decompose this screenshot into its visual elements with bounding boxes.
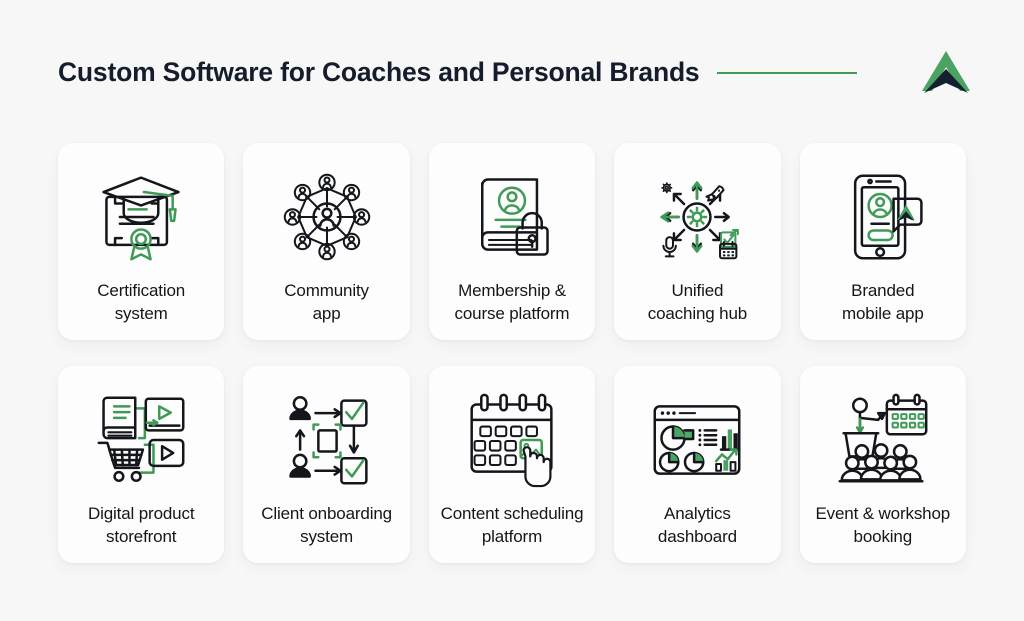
card-unified-coaching-hub[interactable]: Unified coaching hub xyxy=(614,143,781,340)
card-content-scheduling-platform[interactable]: Content scheduling platform xyxy=(428,366,596,563)
card-label: Unified coaching hub xyxy=(647,281,748,323)
header-divider xyxy=(717,72,858,74)
people-network-icon xyxy=(275,169,379,265)
calendar-hand-media-icon xyxy=(460,392,564,488)
page-title: Custom Software for Coaches and Personal… xyxy=(58,57,700,88)
page-header: Custom Software for Coaches and Personal… xyxy=(58,48,974,98)
cart-book-video-icon xyxy=(89,392,193,488)
card-label: Event & workshop booking xyxy=(815,504,951,546)
card-label: Membership & course platform xyxy=(454,281,570,323)
card-label: Certification system xyxy=(97,281,186,323)
feature-card-grid: Certification system xyxy=(58,143,966,563)
card-label: Content scheduling platform xyxy=(440,504,584,546)
card-membership-course-platform[interactable]: Membership & course platform xyxy=(428,143,596,340)
dashboard-charts-icon xyxy=(645,392,749,488)
card-event-workshop-booking[interactable]: Event & workshop booking xyxy=(799,366,966,563)
hub-gear-arrows-icon xyxy=(645,169,749,265)
card-client-onboarding-system[interactable]: Client onboarding system xyxy=(243,366,410,563)
card-label: Branded mobile app xyxy=(841,281,924,323)
card-label: Community app xyxy=(284,281,369,323)
phone-profile-badge-icon xyxy=(831,169,935,265)
card-label: Digital product storefront xyxy=(87,504,195,546)
card-label: Client onboarding system xyxy=(261,504,392,546)
book-lock-icon xyxy=(460,169,564,265)
certificate-graduation-cap-icon xyxy=(89,169,193,265)
onboarding-flow-icon xyxy=(275,392,379,488)
card-digital-product-storefront[interactable]: Digital product storefront xyxy=(58,366,225,563)
card-label: Analytics dashboard xyxy=(657,504,737,546)
card-certification-system[interactable]: Certification system xyxy=(58,143,225,340)
card-analytics-dashboard[interactable]: Analytics dashboard xyxy=(614,366,781,563)
speaker-audience-calendar-icon xyxy=(831,392,935,488)
card-branded-mobile-app[interactable]: Branded mobile app xyxy=(799,143,966,340)
brand-arrow-logo xyxy=(922,51,970,93)
card-community-app[interactable]: Community app xyxy=(243,143,410,340)
